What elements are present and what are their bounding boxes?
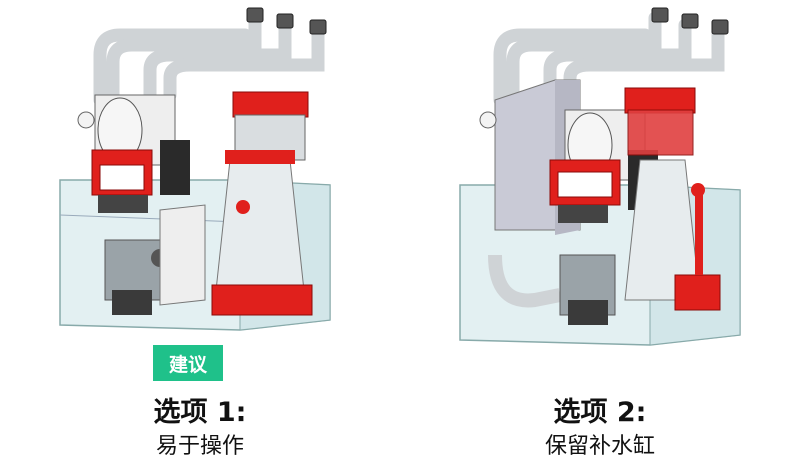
recommended-badge: 建议 [153,345,223,381]
option-1-subtitle: 易于操作 [155,434,244,459]
option-2-panel: 选项 2: 保留补水缸 [400,0,800,472]
option-1-title: 选项 1: [153,397,247,428]
plumbing-pipes [493,11,725,107]
sump-illustration-option-2 [459,7,741,346]
protein-skimmer [211,91,313,316]
protein-skimmer [624,87,721,311]
option-1-panel: 建议 选项 1: 易于操作 [59,7,331,459]
pipe-caps [246,7,327,35]
sump-illustration-option-1 [59,7,331,331]
plumbing-pipes [93,11,325,107]
pipe-caps [651,7,729,35]
option-2-title: 选项 2: [553,397,647,428]
return-pump [488,254,616,325]
filter-roller [77,94,190,213]
option-2-subtitle: 保留补水缸 [544,434,655,459]
